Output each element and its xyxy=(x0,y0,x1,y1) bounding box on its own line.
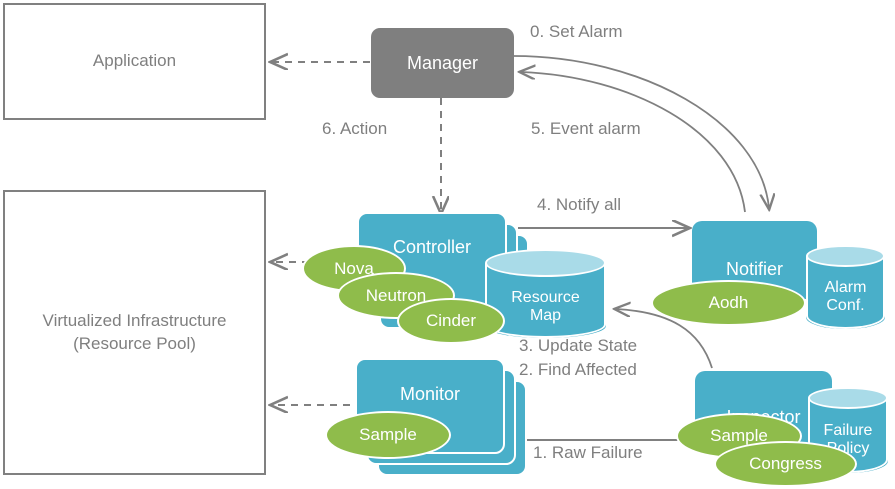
notifier-label: Notifier xyxy=(725,258,783,279)
manager-label: Manager xyxy=(406,52,479,73)
connector-event-alarm xyxy=(521,72,746,213)
notifier-box[interactable]: Notifier xyxy=(692,221,817,299)
pill-monitor-sample-label: Sample xyxy=(359,425,417,444)
pill-neutron-label: Neutron xyxy=(365,285,427,305)
resource-map-top-ellipse xyxy=(485,249,606,277)
alarm-conf-datastore[interactable]: Alarm Conf. xyxy=(806,245,885,329)
flow-label-raw-failure: 1. Raw Failure xyxy=(533,443,643,462)
resource-map-datastore[interactable]: Resource Map xyxy=(485,249,606,338)
pill-cinder[interactable]: Cinder xyxy=(397,298,505,344)
flow-label-notify-all: 4. Notify all xyxy=(537,195,622,214)
pill-cinder-label: Cinder xyxy=(425,311,477,330)
flow-label-event-alarm: 5. Event alarm xyxy=(531,119,641,138)
application-label: Application xyxy=(92,51,177,71)
flow-label-set-alarm: 0. Set Alarm xyxy=(530,22,623,41)
pill-congress-label: Congress xyxy=(749,454,822,473)
resource-map-outline xyxy=(485,263,606,338)
infrastructure-label-line2: (Resource Pool) xyxy=(73,333,196,353)
infrastructure-box: Virtualized Infrastructure (Resource Poo… xyxy=(3,190,266,475)
manager-box[interactable]: Manager xyxy=(371,28,514,98)
pill-inspector-sample-label: Sample xyxy=(710,426,768,445)
pill-aodh-label: Aodh xyxy=(708,293,749,312)
alarm-conf-top-ellipse xyxy=(806,245,885,267)
pill-nova-label: Nova xyxy=(334,258,374,278)
application-box: Application xyxy=(3,3,266,120)
alarm-conf-outline xyxy=(806,256,885,329)
infrastructure-label-line1: Virtualized Infrastructure xyxy=(42,310,227,330)
flow-label-update-state: 3. Update State xyxy=(519,336,638,355)
failure-policy-top-ellipse xyxy=(808,387,888,409)
flow-label-find-affected: 2. Find Affected xyxy=(519,360,637,379)
pill-monitor-sample[interactable]: Sample xyxy=(325,411,451,459)
connector-update-state xyxy=(616,309,713,369)
pill-congress[interactable]: Congress xyxy=(714,441,857,487)
flow-label-action: 6. Action xyxy=(322,119,388,138)
connector-set-alarm xyxy=(513,55,769,208)
pill-aodh[interactable]: Aodh xyxy=(651,280,806,326)
